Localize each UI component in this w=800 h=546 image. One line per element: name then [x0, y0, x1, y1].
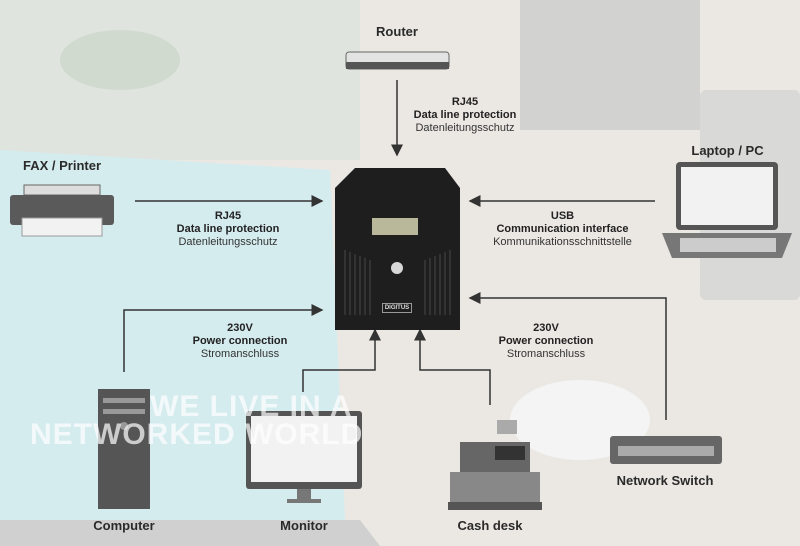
connection-type: 230V: [533, 322, 559, 334]
cash-desk-label: Cash desk: [457, 518, 523, 533]
router-icon: [345, 51, 450, 70]
printer-icon: [10, 184, 114, 237]
ups-lcd-display: [372, 218, 418, 235]
connection-subtitle: Stromanschluss: [200, 348, 280, 360]
connection-type: RJ45: [451, 96, 479, 108]
monitor-icon: [246, 411, 362, 503]
laptop-pc-label: Laptop / PC: [691, 143, 764, 158]
laptop-icon: [662, 162, 792, 258]
connection-subtitle: Kommunikationsschnittstelle: [493, 236, 632, 248]
computer-label: Computer: [93, 518, 155, 533]
connection-type: RJ45: [214, 210, 242, 222]
background-text-2: NETWORKED WORLD: [30, 418, 364, 451]
connection-type: 230V: [227, 322, 253, 334]
router-label: Router: [376, 24, 418, 39]
cash-register-icon: [448, 420, 542, 510]
connection-subtitle: Stromanschluss: [506, 348, 586, 360]
monitor-label: Monitor: [280, 518, 328, 533]
connection-title: Data line protection: [413, 109, 517, 121]
fax-printer-label: FAX / Printer: [22, 158, 102, 173]
ups-power-button: [391, 262, 403, 274]
background-text-1: WE LIVE IN A: [150, 390, 353, 423]
connection-title: Data line protection: [176, 223, 280, 235]
connection-type: USB: [550, 210, 575, 222]
connection-title: Power connection: [192, 335, 288, 347]
connection-subtitle: Datenleitungsschutz: [415, 122, 515, 134]
network-switch-label: Network Switch: [616, 473, 714, 488]
cashdesk-line: [414, 328, 491, 405]
ups-brand-logo: DIGITUS: [382, 303, 412, 313]
computer-tower-icon: [98, 389, 150, 509]
connection-subtitle: Datenleitungsschutz: [178, 236, 278, 248]
switch-line: [468, 292, 667, 420]
network-switch-icon: [610, 436, 722, 464]
computer-line: [123, 304, 324, 372]
monitor-line: [302, 328, 381, 392]
connection-title: Power connection: [498, 335, 594, 347]
connection-title: Communication interface: [496, 223, 629, 235]
